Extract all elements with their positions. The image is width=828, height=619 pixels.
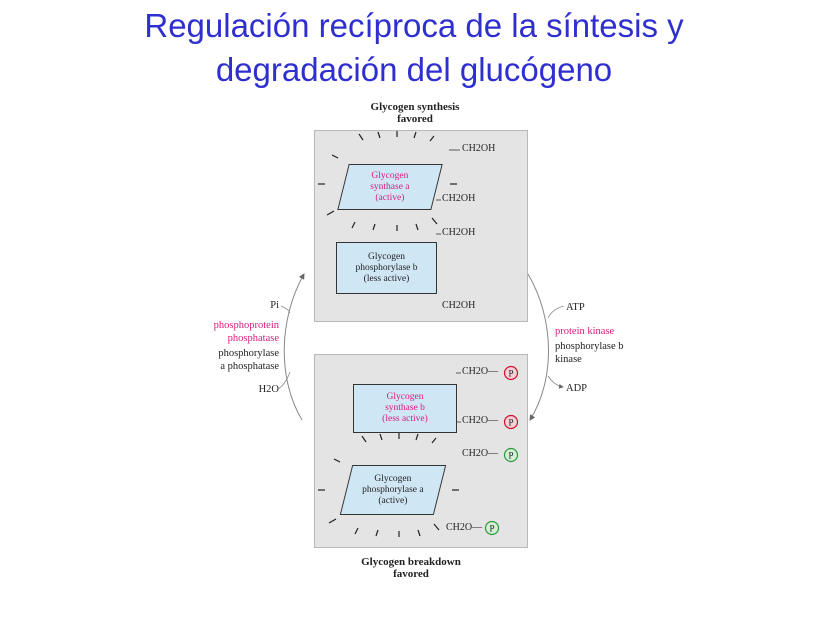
top-activity-rays: [318, 131, 457, 231]
phosphoprotein-phosphatase-line2: phosphatase: [227, 333, 279, 344]
top-group-4: CH2OH: [442, 300, 476, 311]
bottom-group-2: CH2O—: [462, 415, 499, 426]
phosphate-icon: [484, 520, 500, 536]
top-group-2: CH2OH: [442, 193, 476, 204]
bottom-activity-rays: [318, 433, 459, 537]
phosphate-text: P: [508, 369, 513, 379]
phosphate-text: P: [508, 418, 513, 428]
phosphate-icon: [503, 414, 519, 430]
bottom-caption-line1: Glycogen breakdown: [361, 556, 461, 568]
group-connectors: [436, 149, 461, 423]
phosphate-text: P: [489, 524, 494, 534]
phosphorylase-b-line1: Glycogen: [368, 251, 405, 262]
bottom-group-1: CH2O—: [462, 366, 499, 377]
bottom-caption: Glycogen breakdown favored: [336, 556, 486, 580]
synthase-b-line3: (less active): [382, 414, 428, 424]
phosphate-text: P: [508, 451, 513, 461]
slide-title-line1: Regulación recíproca de la síntesis y: [144, 7, 684, 44]
top-caption-line2: favored: [397, 113, 433, 125]
bottom-caption-line2: favored: [393, 568, 429, 580]
phosphorylase-a-phosphatase-line1: phosphorylase: [218, 348, 279, 359]
phosphorylase-a-phosphatase-line2: a phosphatase: [220, 361, 279, 372]
top-group-1: CH2OH: [462, 143, 496, 154]
adp-branch: [547, 375, 564, 389]
phosphate-icon: [503, 365, 519, 381]
adp-label: ADP: [566, 383, 588, 394]
phosphate-icon: [503, 447, 519, 463]
dephosphorylation-arrow: [283, 273, 305, 421]
phosphorylation-arrow: [527, 273, 549, 421]
top-caption-line1: Glycogen synthesis: [370, 101, 460, 113]
water-label: H2O: [258, 384, 279, 395]
top-caption: Glycogen synthesis favored: [340, 101, 490, 125]
protein-kinase-label: protein kinase: [555, 326, 615, 337]
phosphorylase-b-kinase-line1: phosphorylase b: [555, 341, 624, 352]
phosphorylase-b-line2: phosphorylase b: [355, 262, 418, 273]
phosphate-groups: P P P P: [484, 365, 519, 536]
pi-label: Pi: [270, 300, 279, 311]
phosphorylase-b-kinase-line2: kinase: [555, 354, 582, 365]
atp-label: ATP: [566, 302, 585, 313]
phosphorylase-b-line3: (less active): [363, 273, 410, 284]
atp-branch: [547, 305, 565, 319]
phosphoprotein-phosphatase-line1: phosphoprotein: [213, 320, 279, 331]
glycogen-phosphorylase-b-box: Glycogen phosphorylase b (less active): [336, 242, 437, 294]
synthase-b-line1: Glycogen: [386, 392, 424, 402]
pi-branch: [280, 305, 291, 314]
bottom-group-3: CH2O—: [462, 448, 499, 459]
water-branch: [277, 371, 291, 390]
synthase-b-line2: synthase b: [385, 403, 425, 413]
slide-title-line2: degradación del glucógeno: [215, 51, 613, 88]
bottom-group-4: CH2O—: [446, 522, 483, 533]
glycogen-synthase-b-box: Glycogen synthase b (less active): [353, 384, 457, 433]
top-group-3: CH2OH: [442, 227, 476, 238]
